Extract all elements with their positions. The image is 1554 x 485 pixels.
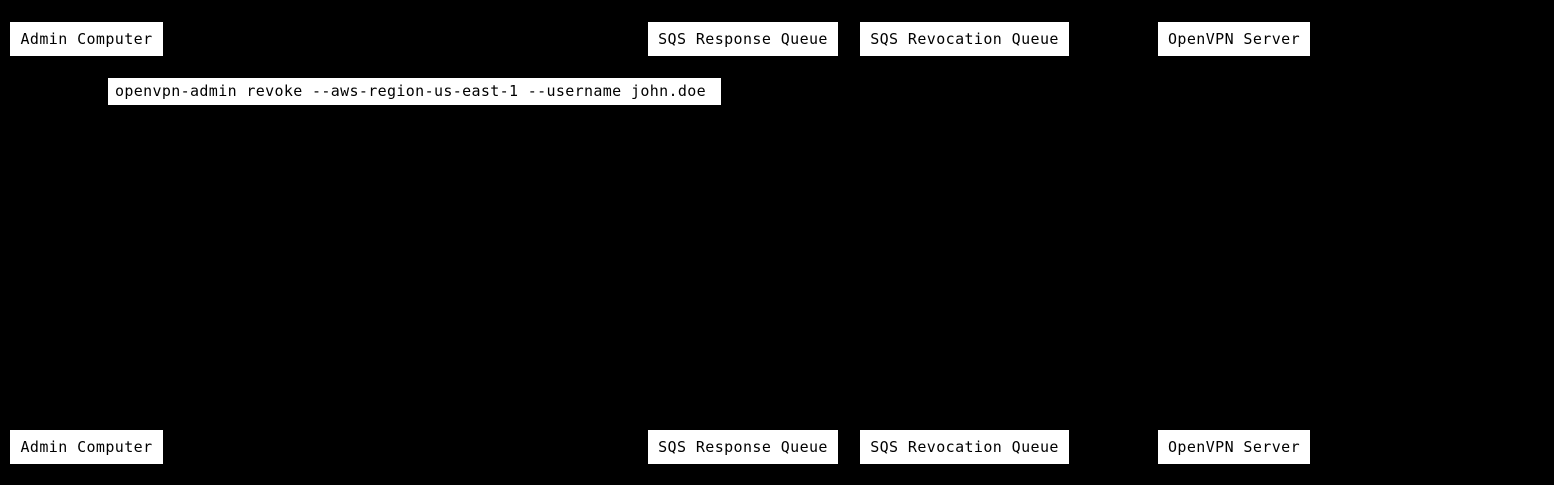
participant-top-admin-computer[interactable]: Admin Computer: [10, 22, 163, 56]
lifeline-admin-computer: [86, 56, 87, 430]
participant-bottom-sqs-revocation-queue[interactable]: SQS Revocation Queue: [860, 430, 1069, 464]
lifeline-openvpn-server: [1234, 56, 1235, 430]
message-revoke-command[interactable]: openvpn-admin revoke --aws-region-us-eas…: [108, 78, 721, 105]
participant-top-sqs-revocation-queue[interactable]: SQS Revocation Queue: [860, 22, 1069, 56]
lifeline-sqs-response-queue: [743, 56, 744, 430]
participant-bottom-openvpn-server[interactable]: OpenVPN Server: [1158, 430, 1310, 464]
participant-bottom-admin-computer[interactable]: Admin Computer: [10, 430, 163, 464]
participant-top-openvpn-server[interactable]: OpenVPN Server: [1158, 22, 1310, 56]
participant-bottom-sqs-response-queue[interactable]: SQS Response Queue: [648, 430, 838, 464]
participant-top-sqs-response-queue[interactable]: SQS Response Queue: [648, 22, 838, 56]
lifeline-sqs-revocation-queue: [964, 56, 965, 430]
